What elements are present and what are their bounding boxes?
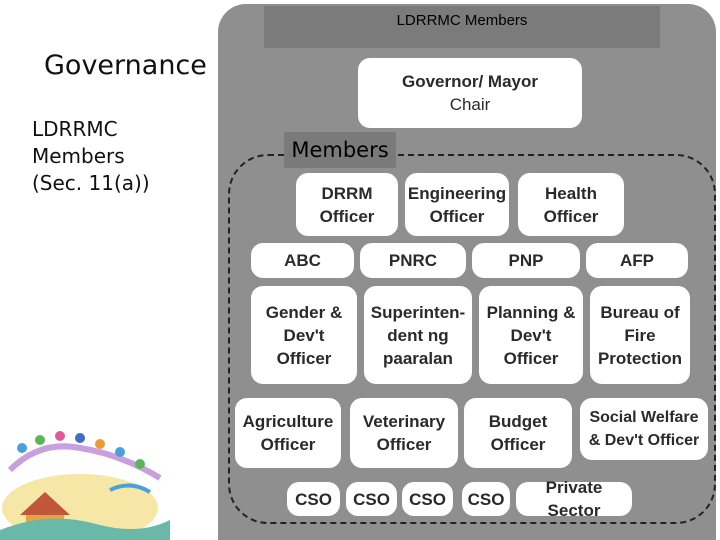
member-box: CSO bbox=[346, 482, 397, 516]
member-label: CSO bbox=[295, 489, 332, 509]
member-box: DRRM Officer bbox=[296, 173, 398, 236]
member-box: AFP bbox=[586, 243, 688, 278]
member-box: ABC bbox=[251, 243, 354, 278]
member-box: Engineering Officer bbox=[405, 173, 509, 236]
member-box: Health Officer bbox=[518, 173, 624, 236]
community-illustration-icon bbox=[0, 431, 170, 540]
header-bar bbox=[264, 6, 660, 48]
member-label: Planning & Dev't Officer bbox=[486, 302, 576, 368]
side-label: LDRRMC Members (Sec. 11(a)) bbox=[32, 116, 150, 197]
member-label: DRRM Officer bbox=[319, 183, 375, 226]
member-label: Agriculture Officer bbox=[242, 412, 334, 454]
member-box: Superinten- dent ng paaralan bbox=[364, 286, 472, 384]
chair-subtitle: Chair bbox=[449, 95, 491, 114]
member-label: Veterinary Officer bbox=[362, 412, 446, 454]
member-label: Gender & Dev't Officer bbox=[265, 302, 343, 368]
member-label: Budget Officer bbox=[488, 412, 548, 454]
members-boundary bbox=[228, 154, 716, 524]
member-label: CSO bbox=[409, 489, 446, 509]
member-box: Private Sector bbox=[516, 478, 632, 520]
member-label: AFP bbox=[620, 251, 654, 270]
member-label: Health Officer bbox=[543, 183, 599, 226]
member-box: CSO bbox=[287, 482, 340, 516]
member-label: ABC bbox=[284, 251, 321, 270]
chair-title: Governor/ Mayor bbox=[401, 72, 539, 91]
side-label-line: (Sec. 11(a)) bbox=[32, 171, 150, 195]
member-label: Social Welfare & Dev't Officer bbox=[588, 409, 700, 449]
chair-box: Governor/ Mayor Chair bbox=[358, 58, 582, 128]
members-label: Members bbox=[284, 132, 396, 168]
member-box: Veterinary Officer bbox=[350, 398, 458, 468]
side-label-line: Members bbox=[32, 144, 125, 168]
org-chart-header: LDRRMC Members bbox=[396, 12, 528, 29]
member-label: Superinten- dent ng paaralan bbox=[370, 302, 466, 368]
member-box: Gender & Dev't Officer bbox=[251, 286, 357, 384]
member-label: PNRC bbox=[388, 251, 438, 270]
member-box: PNP bbox=[472, 243, 580, 278]
member-label: PNP bbox=[508, 251, 544, 270]
side-label-line: LDRRMC bbox=[32, 117, 118, 141]
member-box: Budget Officer bbox=[464, 398, 572, 468]
member-label: Bureau of Fire Protection bbox=[597, 302, 683, 368]
slide-title: Governance bbox=[44, 50, 207, 81]
member-label: CSO bbox=[353, 489, 390, 509]
member-box: CSO bbox=[462, 482, 510, 516]
member-box: Planning & Dev't Officer bbox=[479, 286, 583, 384]
member-box: PNRC bbox=[360, 243, 466, 278]
member-box: Social Welfare & Dev't Officer bbox=[580, 398, 708, 460]
member-box: Agriculture Officer bbox=[235, 398, 341, 468]
member-label: CSO bbox=[467, 489, 505, 509]
member-box: Bureau of Fire Protection bbox=[590, 286, 690, 384]
member-box: CSO bbox=[402, 482, 453, 516]
member-label: Private Sector bbox=[545, 478, 603, 520]
member-label: Engineering Officer bbox=[407, 183, 507, 226]
